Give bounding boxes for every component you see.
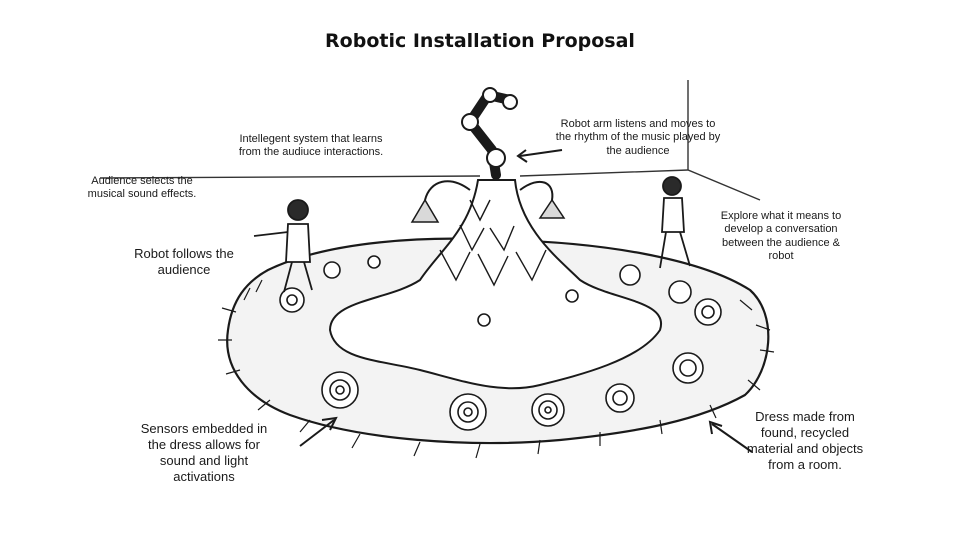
robot-head: [502, 94, 518, 110]
lamp-left-shade: [410, 198, 440, 223]
wall-line-right: [519, 169, 761, 201]
child-figure-left: [253, 199, 313, 293]
annotation-dress-material: Dress made from found, recycled material…: [746, 409, 864, 472]
lamp-left: [424, 180, 471, 201]
annotation-intelligent-system: Intellegent system that learns from the …: [238, 133, 384, 159]
dress-fringe: [218, 279, 775, 459]
sensors: [279, 255, 722, 431]
annotation-explore-conversation: Explore what it means to develop a conve…: [720, 210, 842, 263]
page-title: Robotic Installation Proposal: [325, 30, 635, 52]
lamp-right: [519, 180, 554, 201]
wall-line-left: [99, 175, 481, 179]
dress-cone: [328, 179, 663, 390]
lamp-right-shade: [538, 198, 566, 219]
annotation-robot-arm: Robot arm listens and moves to the rhyth…: [555, 118, 721, 157]
robot-joint-base: [486, 148, 506, 168]
robot-joint-elbow: [461, 113, 479, 131]
child-figure-right: [659, 176, 691, 269]
dress-leaves: [439, 199, 547, 287]
annotation-arrows: [299, 149, 753, 453]
annotation-robot-follows: Robot follows the audience: [134, 246, 234, 277]
robot-joint-wrist: [482, 87, 498, 103]
annotation-sensors: Sensors embedded in the dress allows for…: [140, 421, 268, 484]
annotation-audience-selects: Audience selects the musical sound effec…: [87, 175, 197, 201]
